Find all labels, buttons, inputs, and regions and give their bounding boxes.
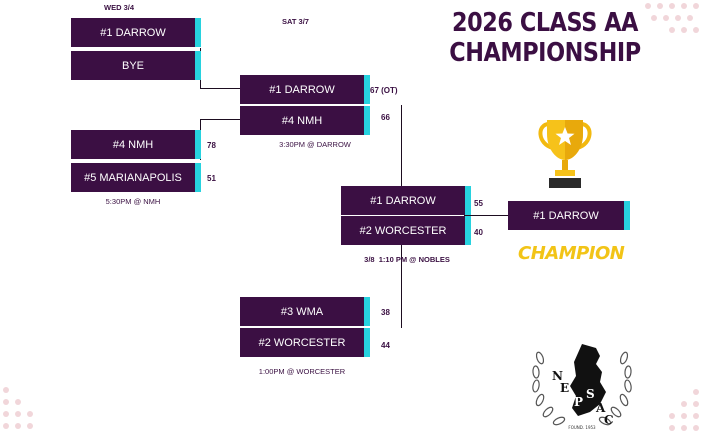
logo-letter-e: E xyxy=(560,381,569,395)
logo-letter-p: P xyxy=(574,395,583,409)
final-team-b: #2 WORCESTER xyxy=(341,216,471,245)
team-name: #1 DARROW xyxy=(370,194,436,207)
logo-letter-c: C xyxy=(604,413,614,427)
team-name: #3 WMA xyxy=(280,305,324,318)
final-score-b: 40 xyxy=(474,228,483,237)
round-label-wed: WED 3/4 xyxy=(104,3,135,12)
sf1-game-note: 3:30PM @ DARROW xyxy=(279,140,351,149)
page-title: 2026 CLASS AA CHAMPIONSHIP xyxy=(446,8,644,68)
sf2-team-b: #2 WORCESTER xyxy=(240,328,370,357)
accent-tab xyxy=(195,130,201,159)
accent-tab xyxy=(195,51,201,80)
sf2-score-a: 38 xyxy=(381,308,390,317)
accent-tab xyxy=(624,201,630,230)
connector-sf1 xyxy=(401,105,402,186)
nepsac-logo: N E P S A C FOUND. 1953 xyxy=(532,344,632,430)
final-game-note: 3/8 1:10 PM @ NOBLES xyxy=(364,255,450,264)
accent-tab xyxy=(195,18,201,47)
sf1-team-a: #1 DARROW xyxy=(240,75,370,104)
qf1-team-a: #1 DARROW xyxy=(71,18,201,47)
sf2-game-note: 1:00PM @ WORCESTER xyxy=(258,367,346,376)
qf2-team-b: #5 MARIANAPOLIS xyxy=(71,163,201,192)
accent-tab xyxy=(364,106,370,135)
connector-qf1-h xyxy=(200,88,240,89)
trophy-icon xyxy=(538,120,592,188)
logo-footer: FOUND. 1953 xyxy=(568,425,596,430)
team-name: #5 MARIANAPOLIS xyxy=(84,171,182,184)
accent-tab xyxy=(465,186,471,215)
champion-slot: #1 DARROW xyxy=(508,201,630,230)
connector-sf2 xyxy=(401,231,402,328)
connector-qf2-h xyxy=(200,119,240,120)
round-label-sat: SAT 3/7 xyxy=(282,17,309,26)
team-name: BYE xyxy=(121,59,144,72)
team-name: #2 WORCESTER xyxy=(258,336,346,349)
sf1-score-a: 67 (OT) xyxy=(370,86,398,95)
qf2-team-a: #4 NMH xyxy=(71,130,201,159)
final-score-a: 55 xyxy=(474,199,483,208)
decorative-dots-top-right xyxy=(645,3,699,33)
title-line-2: CHAMPIONSHIP xyxy=(449,38,641,68)
qf2-score-a: 78 xyxy=(207,141,216,150)
team-name: #4 NMH xyxy=(281,114,323,127)
title-line-1: 2026 CLASS AA xyxy=(451,8,638,38)
team-name: #1 DARROW xyxy=(269,83,335,96)
decorative-dots-bottom-left xyxy=(3,387,33,429)
team-name: #4 NMH xyxy=(112,138,154,151)
qf2-score-b: 51 xyxy=(207,174,216,183)
qf2-game-note: 5:30PM @ NMH xyxy=(105,197,161,206)
accent-tab xyxy=(364,297,370,326)
logo-letter-a: A xyxy=(595,401,606,415)
team-name: #1 DARROW xyxy=(533,209,599,222)
sf1-score-b: 66 xyxy=(381,113,390,122)
decorative-dots-bottom-right xyxy=(669,389,699,431)
accent-tab xyxy=(364,328,370,357)
accent-tab xyxy=(364,75,370,104)
logo-letter-n: N xyxy=(552,369,563,383)
team-name: #2 WORCESTER xyxy=(359,224,447,237)
sf2-score-b: 44 xyxy=(381,341,390,350)
sf2-team-a: #3 WMA xyxy=(240,297,370,326)
connector-final xyxy=(464,215,508,216)
final-team-a: #1 DARROW xyxy=(341,186,471,215)
accent-tab xyxy=(465,216,471,245)
accent-tab xyxy=(195,163,201,192)
qf1-team-b: BYE xyxy=(71,51,201,80)
team-name: #1 DARROW xyxy=(100,26,166,39)
logo-letter-s: S xyxy=(586,387,595,401)
champion-label: CHAMPION xyxy=(518,243,625,264)
sf1-team-b: #4 NMH xyxy=(240,106,370,135)
